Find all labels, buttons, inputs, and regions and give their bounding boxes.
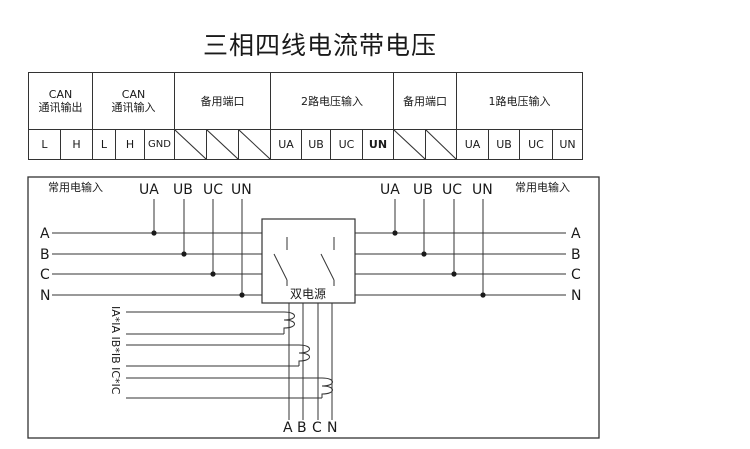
pin-v1-ub: UB	[488, 129, 520, 160]
pin-v2-ua: UA	[270, 129, 302, 160]
pin-v2-un: UN	[362, 129, 394, 160]
can-output-line1: CAN	[48, 88, 73, 101]
phase-a-left: A	[40, 226, 50, 242]
right-ub-label: UB	[413, 182, 433, 198]
pin-out-l: L	[28, 129, 61, 160]
dual-source-box	[261, 218, 356, 304]
left-uc-label: UC	[203, 182, 223, 198]
left-supply-label: 常用电输入	[48, 180, 103, 194]
spare-port-2-header: 备用端口	[393, 72, 457, 130]
can-input-line1: CAN	[121, 88, 146, 101]
pin-v2-uc: UC	[330, 129, 363, 160]
junction-dot	[181, 251, 187, 257]
phase-n-left: N	[40, 288, 50, 304]
ct-coil-c	[321, 377, 333, 398]
junction-dot	[480, 292, 486, 298]
phase-a-right: A	[571, 226, 581, 242]
right-supply-label: 常用电输入	[515, 180, 570, 194]
voltage-input-2-header: 2路电压输入	[270, 72, 394, 130]
junction-dot	[151, 230, 157, 236]
junction-dot	[239, 292, 245, 298]
pin-v1-ua: UA	[456, 129, 489, 160]
right-un-label: UN	[472, 182, 493, 198]
junction-dot	[451, 271, 457, 277]
page-title: 三相四线电流带电压	[202, 31, 437, 60]
spare-pin	[238, 129, 271, 160]
ct-coil-a	[283, 311, 295, 334]
phase-b-right: B	[571, 247, 581, 263]
right-ua-label: UA	[380, 182, 400, 198]
phase-b-left: B	[40, 247, 50, 263]
junction-dot	[421, 251, 427, 257]
pin-in-gnd: GND	[144, 129, 175, 160]
pin-v1-un: UN	[552, 129, 583, 160]
pin-in-h: H	[115, 129, 145, 160]
terminal-table: CAN 通讯输出 CAN 通讯输入 备用端口 2路电压输入 备用端口 1路电压输…	[28, 72, 583, 160]
bottom-label-b: B	[297, 420, 307, 436]
phase-n-right: N	[571, 288, 581, 304]
ct-coil-b	[298, 344, 310, 366]
phase-c-left: C	[40, 267, 50, 283]
can-output-line2: 通讯输出	[38, 101, 83, 114]
can-output-header: CAN 通讯输出	[28, 72, 93, 130]
switch-left-blade	[273, 253, 288, 281]
left-un-label: UN	[231, 182, 252, 198]
pin-v1-uc: UC	[519, 129, 553, 160]
phase-c-right: C	[571, 267, 581, 283]
left-ua-label: UA	[139, 182, 159, 198]
switch-right-blade	[320, 253, 335, 281]
voltage-input-1-header: 1路电压输入	[456, 72, 583, 130]
spare-pin	[393, 129, 426, 160]
can-input-line2: 通讯输入	[111, 101, 156, 114]
dual-source-label: 双电源	[290, 287, 326, 301]
junction-dot	[210, 271, 216, 277]
bottom-label-a: A	[283, 420, 293, 436]
right-uc-label: UC	[442, 182, 462, 198]
ct-label: IA*IA IB*IB IC*IC	[109, 306, 122, 395]
spare-port-1-header: 备用端口	[174, 72, 271, 130]
spare-pin	[206, 129, 239, 160]
left-ub-label: UB	[173, 182, 193, 198]
junction-dot	[392, 230, 398, 236]
bottom-label-n: N	[327, 420, 337, 436]
bottom-label-c: C	[312, 420, 322, 436]
spare-pin	[425, 129, 457, 160]
diagram-frame	[27, 176, 600, 439]
